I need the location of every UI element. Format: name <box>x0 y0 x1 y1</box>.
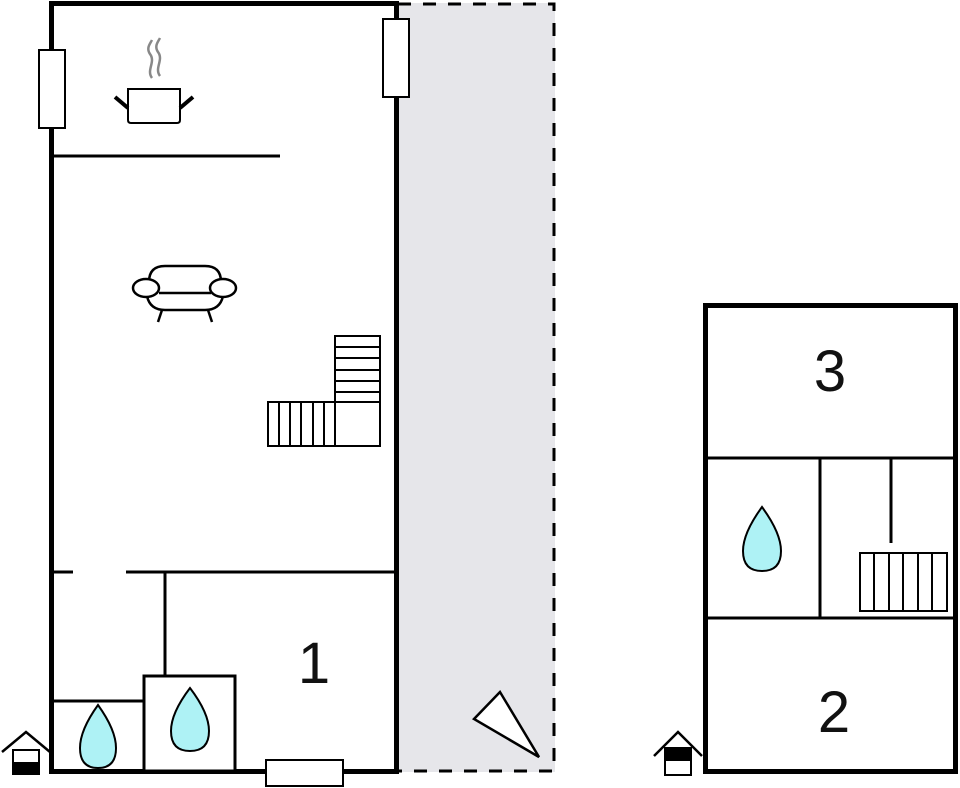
window-right-kitchen <box>382 18 410 98</box>
entrance-icon <box>653 730 703 776</box>
staircase-icon <box>267 335 381 447</box>
window-bottom-bedroom <box>265 759 344 787</box>
ground-floor-interior-walls <box>54 154 394 703</box>
entrance-icon <box>1 730 51 775</box>
room-label-2: 2 <box>817 680 851 745</box>
sofa-icon <box>131 264 238 323</box>
staircase-icon <box>859 552 948 612</box>
terrace <box>398 2 556 773</box>
room-label-3: 3 <box>813 339 847 404</box>
compass-north-icon <box>471 689 541 759</box>
water-drop-icon <box>78 703 118 770</box>
water-drop-icon <box>741 505 783 573</box>
upper-floor-interior-walls <box>708 456 953 620</box>
cooking-pot-icon <box>113 37 195 124</box>
window-left-kitchen <box>38 49 66 129</box>
water-drop-icon <box>169 686 211 753</box>
room-label-1: 1 <box>297 631 331 696</box>
